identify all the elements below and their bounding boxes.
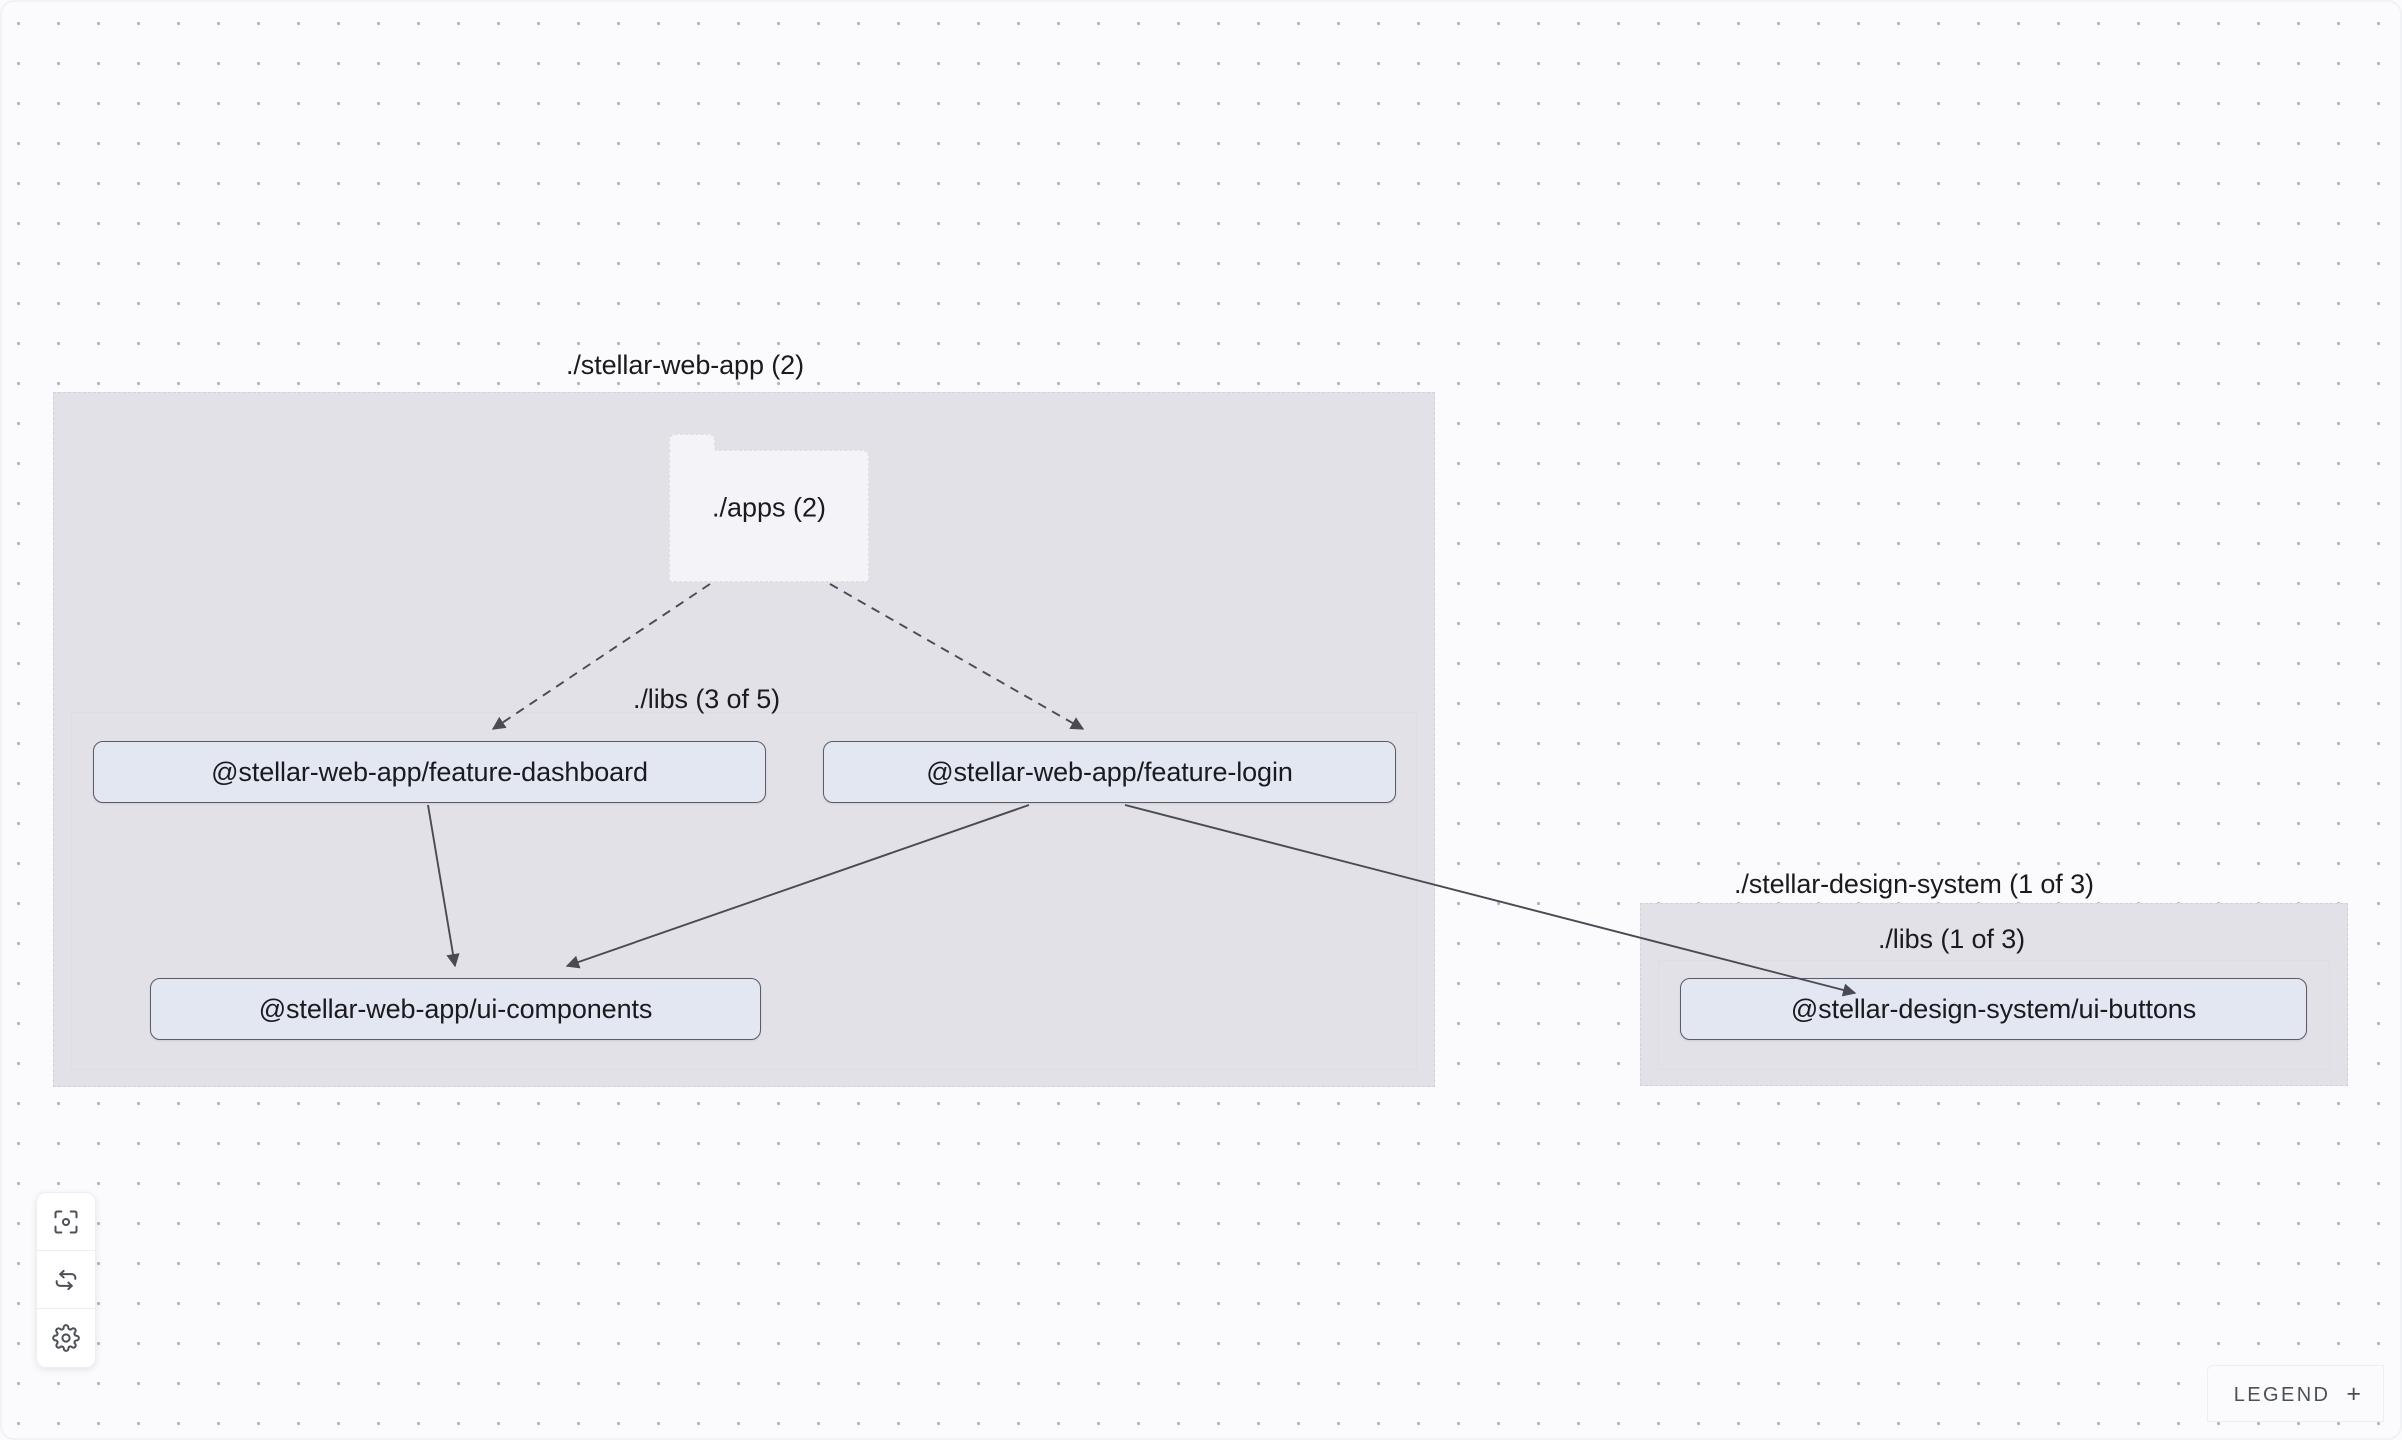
node-label-ui-buttons: @stellar-design-system/ui-buttons bbox=[1790, 993, 2197, 1024]
node-ui-components[interactable]: @stellar-web-app/ui-components bbox=[150, 978, 761, 1040]
folder-tab-shape bbox=[669, 434, 715, 452]
graph-tool-stack[interactable] bbox=[36, 1192, 96, 1368]
node-label-feature-dashboard: @stellar-web-app/feature-dashboard bbox=[211, 756, 648, 787]
refresh-icon-button[interactable] bbox=[37, 1251, 95, 1309]
legend-expand-plus-icon[interactable]: + bbox=[2346, 1380, 2361, 1408]
focus-target-icon bbox=[54, 1210, 78, 1233]
gear-icon bbox=[52, 1324, 80, 1352]
node-ui-buttons[interactable]: @stellar-design-system/ui-buttons bbox=[1680, 978, 2307, 1040]
folder-node-apps-label: ./apps (2) bbox=[711, 492, 827, 523]
node-feature-dashboard[interactable]: @stellar-web-app/feature-dashboard bbox=[93, 741, 766, 803]
node-label-feature-login: @stellar-web-app/feature-login bbox=[926, 756, 1293, 787]
group-label-stellar-web-app-libs: ./libs (3 of 5) bbox=[633, 684, 781, 714]
legend-panel[interactable]: LEGEND + bbox=[2206, 1365, 2384, 1422]
gear-icon-button[interactable] bbox=[37, 1309, 95, 1367]
group-label-stellar-design-system: ./stellar-design-system (1 of 3) bbox=[1734, 869, 2094, 899]
node-label-ui-components: @stellar-web-app/ui-components bbox=[258, 993, 653, 1024]
group-label-stellar-web-app: ./stellar-web-app (2) bbox=[566, 350, 804, 380]
group-label-stellar-design-system-libs: ./libs (1 of 3) bbox=[1878, 924, 2026, 954]
folder-body-shape bbox=[669, 449, 869, 582]
legend-title: LEGEND bbox=[2233, 1383, 2331, 1406]
refresh-icon bbox=[55, 1269, 77, 1290]
node-feature-login[interactable]: @stellar-web-app/feature-login bbox=[823, 741, 1396, 803]
group-stellar-design-system-libs[interactable] bbox=[1658, 960, 2330, 1070]
focus-target-icon-button[interactable] bbox=[37, 1193, 95, 1251]
folder-node-apps[interactable]: ./apps (2) bbox=[669, 434, 869, 582]
